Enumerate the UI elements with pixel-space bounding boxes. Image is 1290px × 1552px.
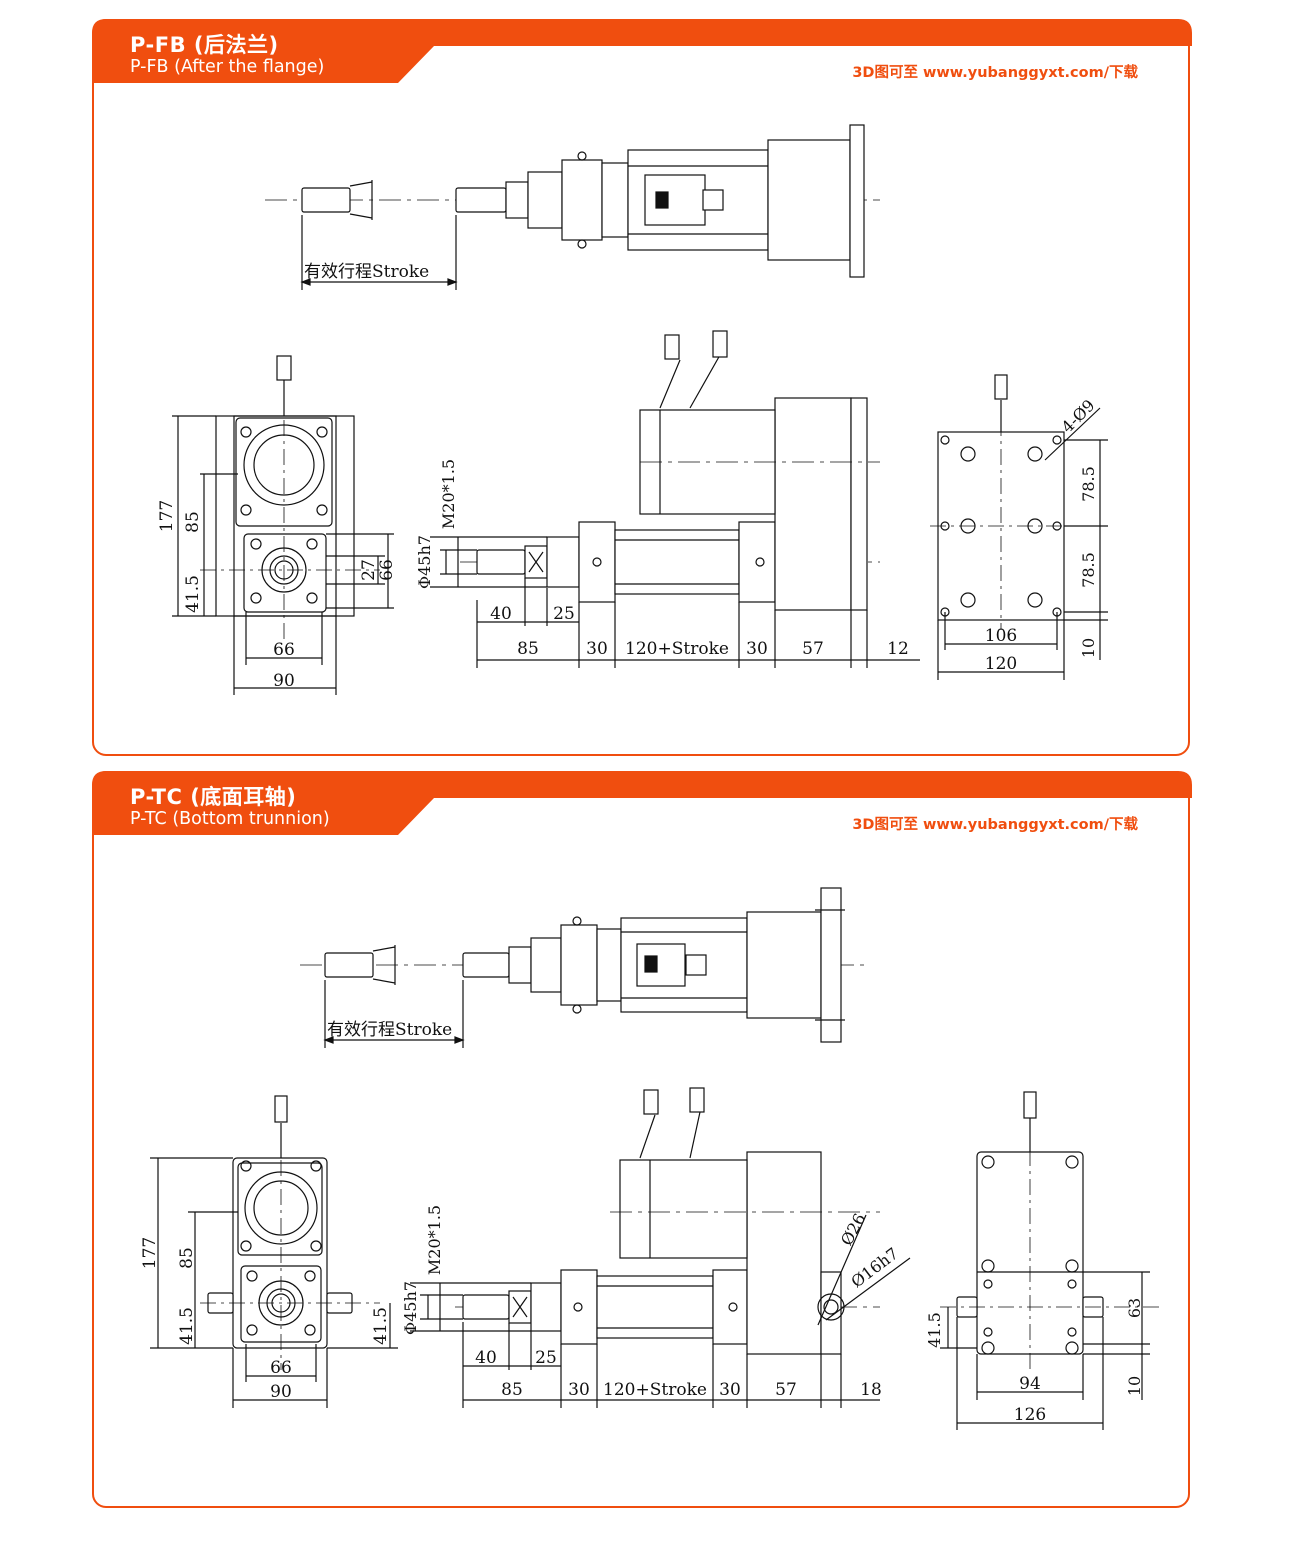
dim-85: 85 [517,639,539,659]
dim-rod: Φ45h7 [415,535,434,589]
section-p-tc: P-TC (底面耳轴) P-TC (Bottom trunnion) 3D图可至… [92,771,1192,1508]
p-fb-side-view [430,330,920,668]
dim-w-outer: 90 [270,1382,292,1402]
dim-h-63: 63 [1125,1298,1144,1318]
dim-w-inner: 66 [273,640,295,660]
dim-t: 10 [1125,1376,1144,1396]
dim-h-low: 41.5 [925,1312,944,1348]
dim-30b: 30 [719,1380,741,1400]
section-subtitle: P-FB (After the flange) [130,57,325,77]
p-tc-trunnion-view [940,1091,1160,1430]
dim-57: 57 [802,639,824,659]
dim-h-total: 177 [157,500,177,532]
p-fb-top-view [265,124,880,290]
dim-stroke: 120+Stroke [625,639,729,659]
dim-rod: Φ45h7 [401,1281,420,1335]
dim-d1: 27 [359,559,379,581]
dim-h-low: 41.5 [177,1307,197,1345]
dim-w-outer: 120 [985,654,1017,674]
dim-25: 25 [535,1348,557,1368]
dim-w-inner: 106 [985,626,1017,646]
dim-h-center: 85 [183,511,203,533]
section-title: P-FB (后法兰) [130,33,279,57]
section-header-band [92,771,1192,835]
dim-h-low: 41.5 [183,575,203,613]
dim-40: 40 [490,604,512,624]
dim-d2: 66 [377,559,397,581]
dim-h-total: 177 [140,1237,160,1269]
section-header-band [92,19,1192,83]
stroke-label: 有效行程Stroke [327,1020,452,1040]
dim-w-outer: 126 [1014,1405,1046,1425]
p-fb-end-view [172,355,394,695]
stroke-label: 有效行程Stroke [304,262,429,282]
dim-thread: M20*1.5 [439,459,458,529]
dim-57: 57 [775,1380,797,1400]
dim-t: 10 [1079,638,1098,658]
dim-tail: 12 [887,639,909,659]
dim-40: 40 [475,1348,497,1368]
dim-w-outer: 90 [273,671,295,691]
dim-h-center: 85 [177,1247,197,1269]
section-title: P-TC (底面耳轴) [130,785,297,809]
dim-stroke: 120+Stroke [603,1380,707,1400]
dim-dia1: Ø26 [837,1210,869,1248]
dim-30a: 30 [586,639,608,659]
dim-h-right: 41.5 [371,1307,391,1345]
dim-tail: 18 [860,1380,882,1400]
dim-30a: 30 [568,1380,590,1400]
p-tc-top-view [300,887,868,1048]
dim-25: 25 [553,604,575,624]
p-fb-flange-view [930,374,1108,680]
download-link[interactable]: 3D图可至 www.yubanggyxt.com/下载 [852,817,1138,833]
dim-thread: M20*1.5 [425,1205,444,1275]
section-subtitle: P-TC (Bottom trunnion) [130,809,330,829]
p-tc-side-view [410,1087,911,1408]
dim-w-inner: 66 [270,1358,292,1378]
dim-v1: 78.5 [1079,466,1098,502]
dim-v2: 78.5 [1079,552,1098,588]
dim-85: 85 [501,1380,523,1400]
dim-holes: 4-Ø9 [1058,396,1099,437]
p-tc-end-view [150,1095,398,1408]
dim-w-inner: 94 [1019,1374,1041,1394]
dim-30b: 30 [746,639,768,659]
download-link[interactable]: 3D图可至 www.yubanggyxt.com/下载 [852,65,1138,81]
